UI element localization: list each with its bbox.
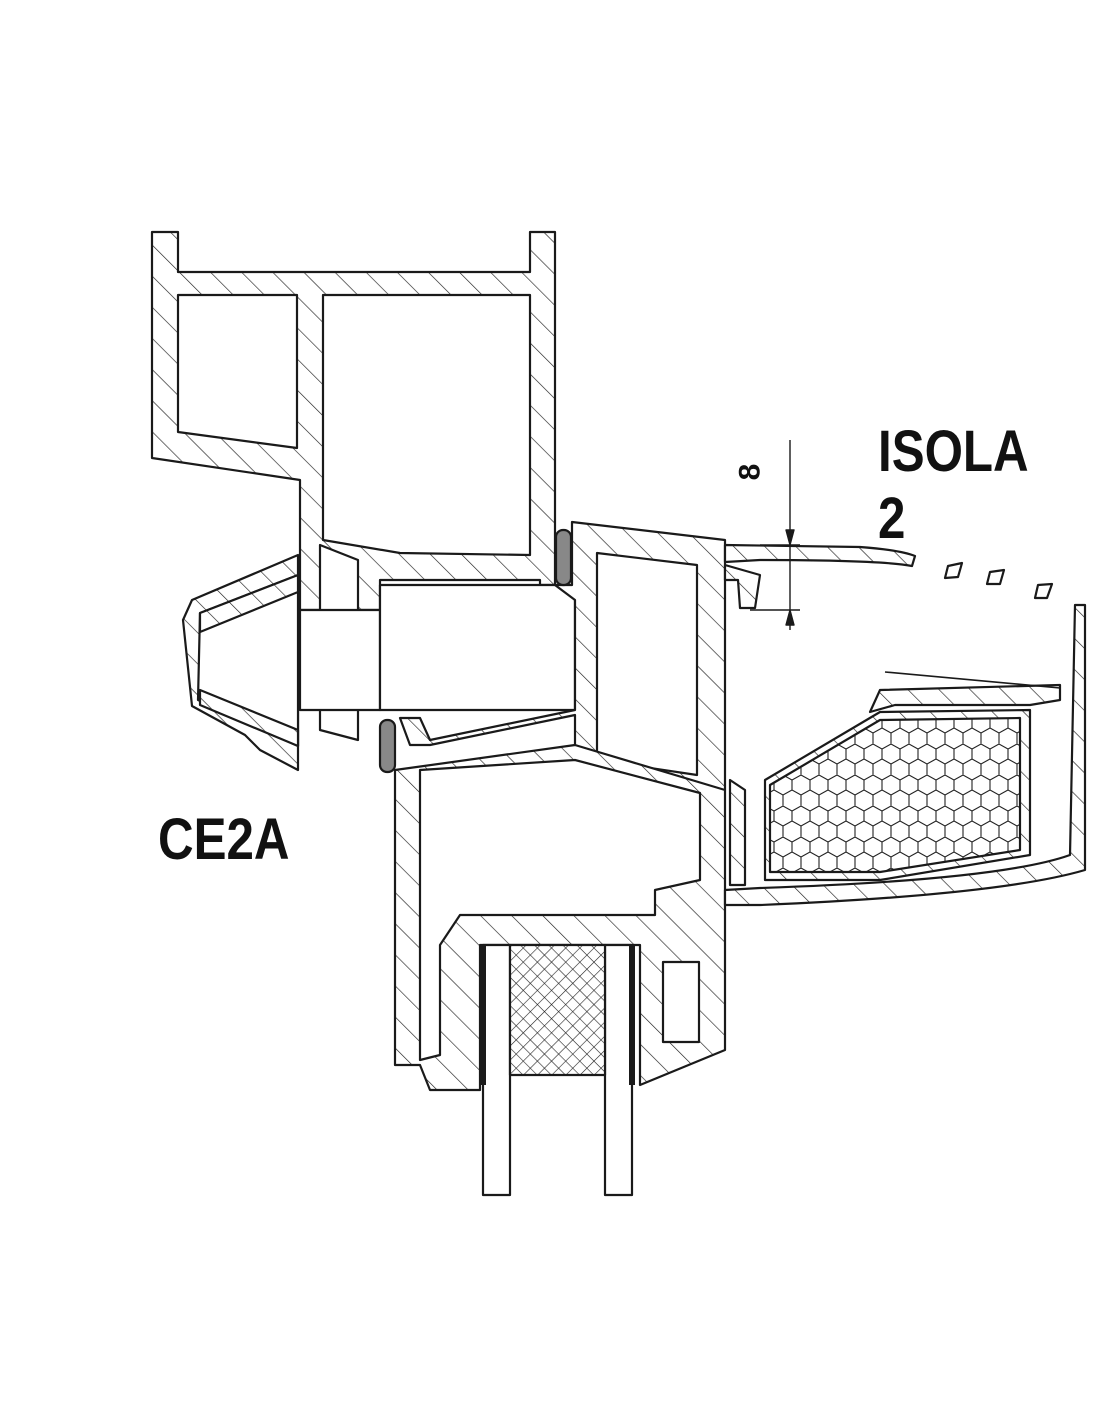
dimension-marker xyxy=(750,440,800,630)
dimension-label: 8 xyxy=(733,463,767,481)
gasket-lower xyxy=(378,718,397,774)
glazing-unit xyxy=(480,943,635,1197)
left-bead-profile xyxy=(181,543,382,772)
lower-sash-profile xyxy=(393,743,727,1092)
product-label-ce2a: CE2A xyxy=(158,807,290,872)
upper-frame-profile xyxy=(150,230,557,612)
middle-sash-profile xyxy=(378,520,727,792)
product-label-isola: ISOLA 2 xyxy=(878,419,1027,551)
isola-cover-profile xyxy=(723,543,1087,907)
gasket-upper xyxy=(554,528,573,587)
